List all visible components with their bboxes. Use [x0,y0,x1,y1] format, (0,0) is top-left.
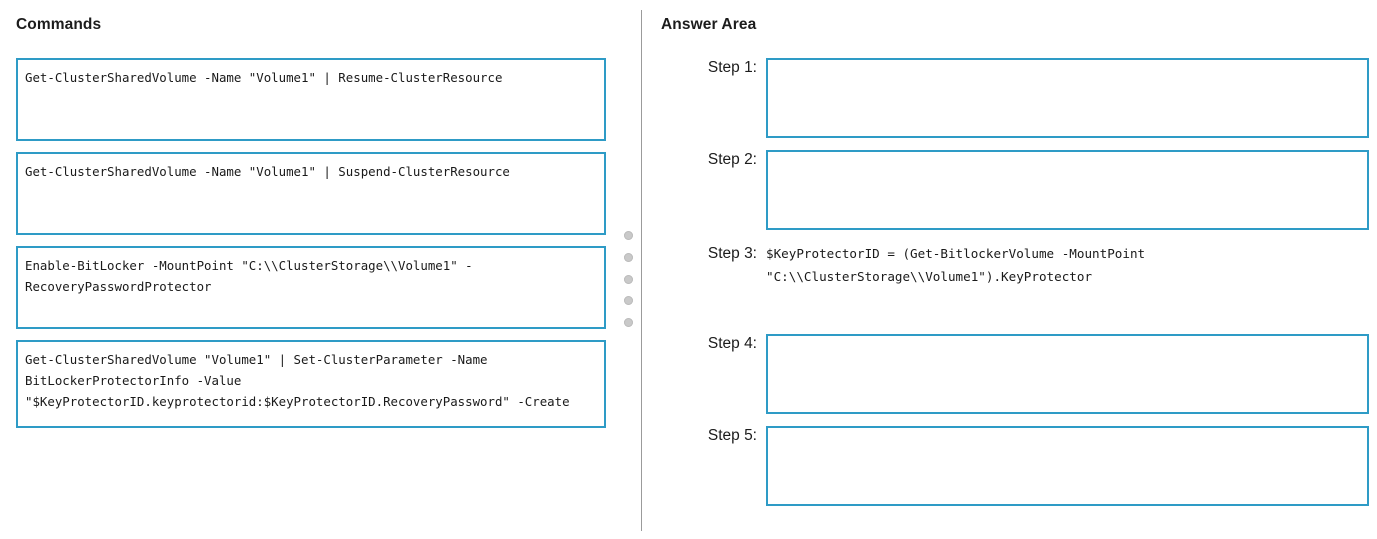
answer-step-row: Step 4: [661,334,1369,414]
drag-handle-dot-icon [623,231,633,240]
answer-step-label: Step 2: [707,151,757,168]
answer-step-row: Step 2: [661,150,1369,230]
answer-step-row: Step 1: [661,58,1369,138]
commands-heading: Commands [16,16,102,33]
command-box[interactable]: Get-ClusterSharedVolume "Volume1" | Set-… [16,340,606,428]
answer-step-label: Step 5: [707,427,757,444]
answer-step-value[interactable]: $KeyProtectorID = (Get-BitlockerVolume -… [766,242,1369,322]
drag-handle[interactable] [622,231,634,327]
answer-step-label: Step 3: [707,245,757,262]
drag-handle-dot-icon [623,252,633,262]
column-divider [641,10,642,531]
answer-step-label: Step 4: [707,335,757,352]
answer-steps-list: Step 1: Step 2: Step 3: $KeyProtectorID = (… [661,58,1369,518]
drag-handle-dot-icon [623,274,633,284]
commands-list: Get-ClusterSharedVolume -Name "Volume1" … [16,58,606,439]
answer-step-row: Step 3: $KeyProtectorID = (Get-BitlockerV… [661,242,1369,322]
answer-step-dropzone[interactable] [766,334,1369,414]
answer-step-dropzone[interactable] [766,58,1369,138]
command-box[interactable]: Get-ClusterSharedVolume -Name "Volume1" … [16,58,606,141]
answer-area-heading: Answer Area [661,16,757,33]
answer-step-row: Step 5: [661,426,1369,506]
answer-step-dropzone[interactable] [766,150,1369,230]
answer-step-dropzone[interactable] [766,426,1369,506]
answer-step-label: Step 1: [707,59,757,76]
command-box[interactable]: Get-ClusterSharedVolume -Name "Volume1" … [16,152,606,235]
drag-handle-dot-icon [623,296,633,306]
command-box[interactable]: Enable-BitLocker -MountPoint "C:\\Cluste… [16,246,606,329]
drag-handle-dot-icon [623,318,633,327]
